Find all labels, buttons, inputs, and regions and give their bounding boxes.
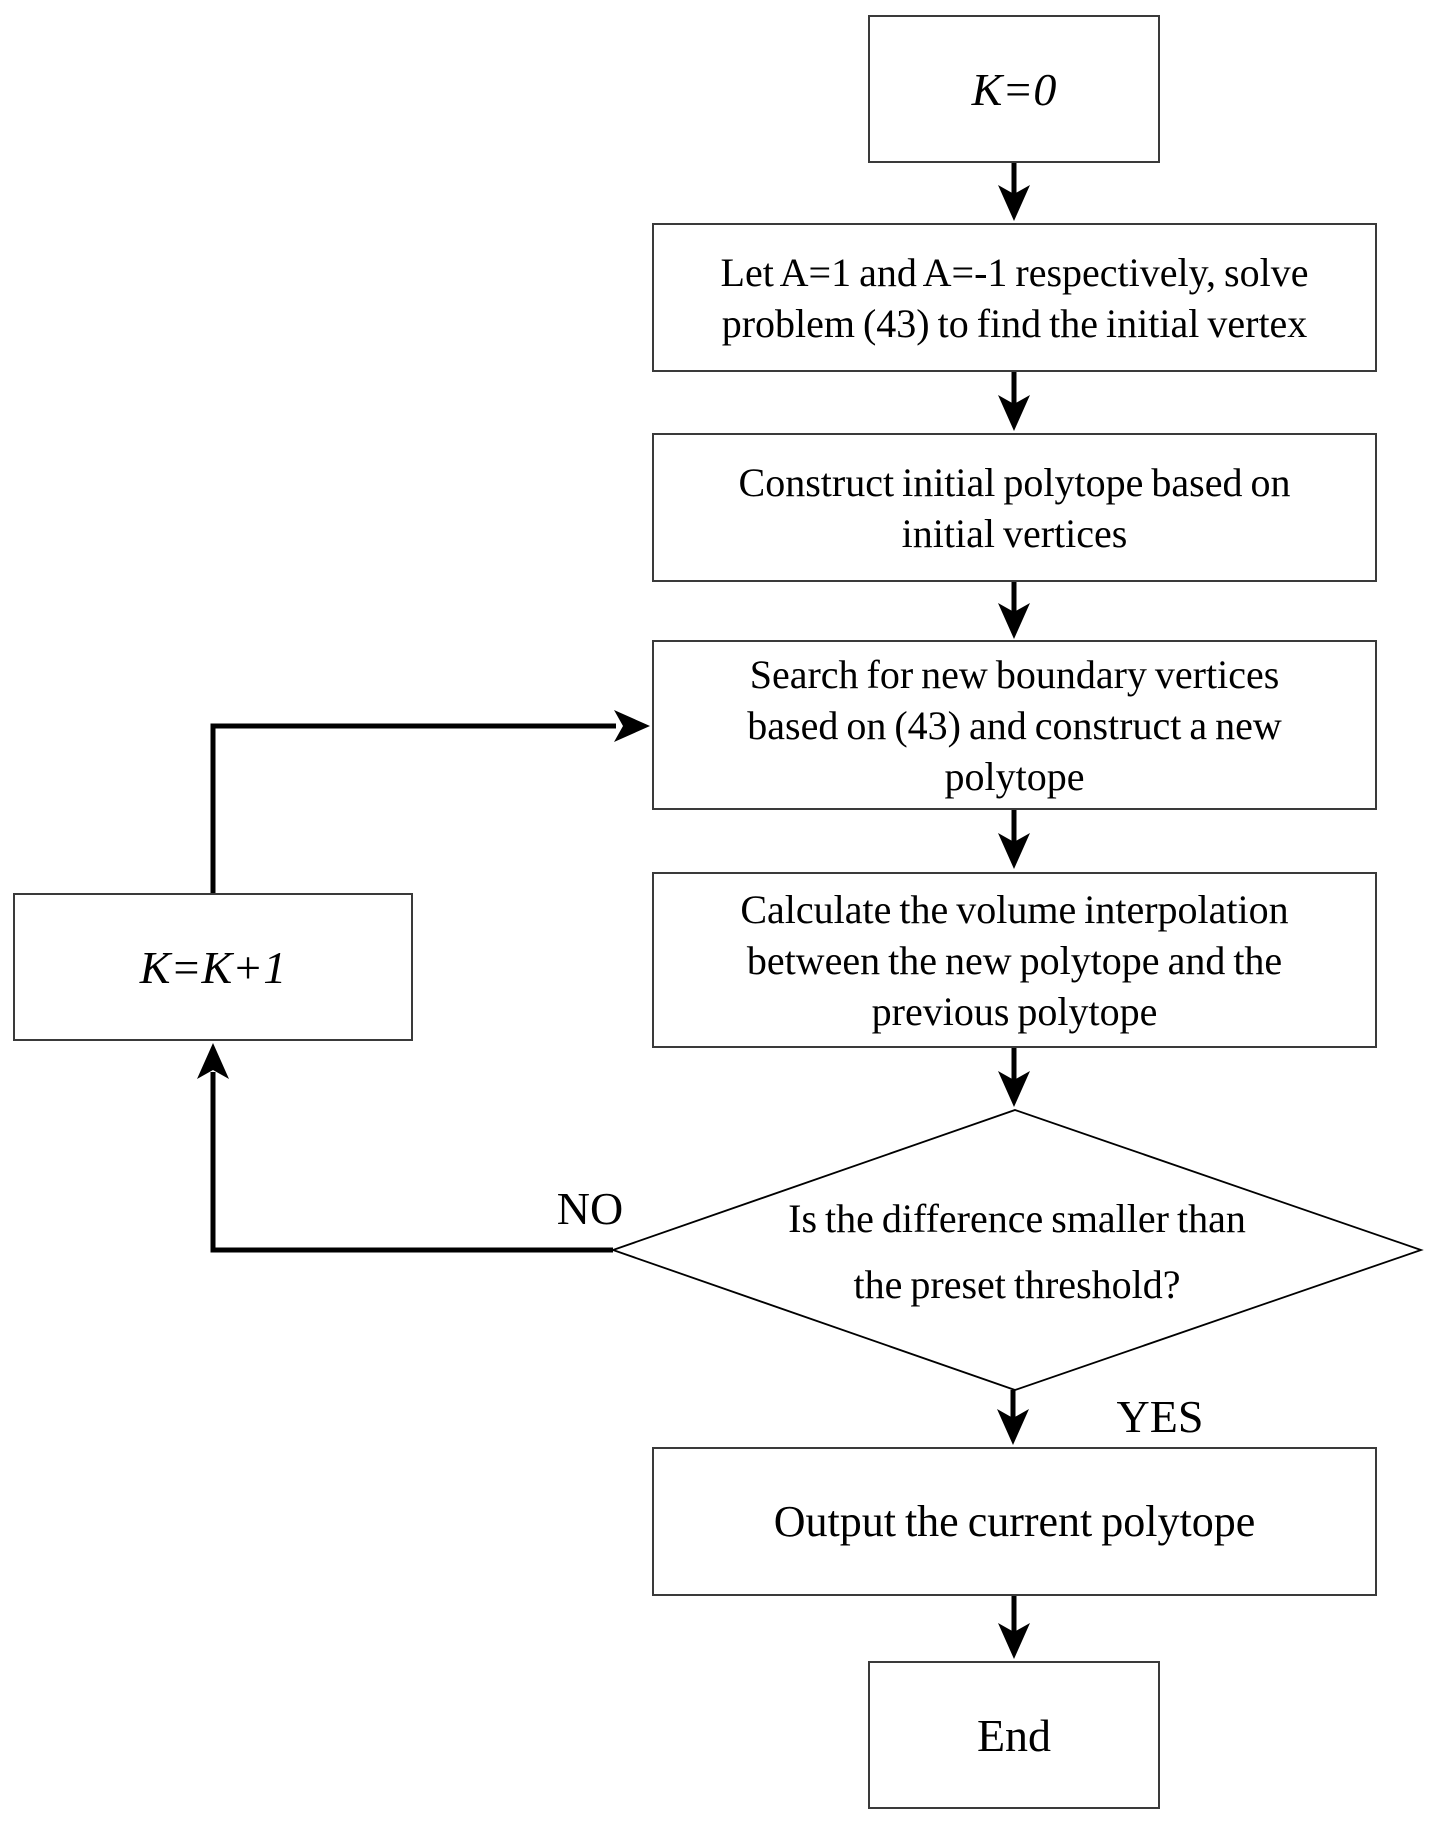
yes-branch-label: YES — [1116, 1391, 1204, 1442]
output-node-label: Output the current polytope — [773, 1497, 1256, 1546]
arrowhead-right-icon — [614, 710, 650, 742]
arrowhead-down-icon — [997, 1409, 1029, 1445]
calculate-volume-node: Calculate the volume interpolation betwe… — [652, 872, 1377, 1048]
arrowhead-up-icon — [197, 1043, 229, 1079]
arrow-decision-to-output-yes — [997, 1390, 1029, 1445]
arrow-output-to-end — [998, 1596, 1030, 1659]
output-node: Output the current polytope — [652, 1447, 1377, 1596]
arrowhead-down-icon — [998, 185, 1030, 221]
arrow-search-to-calculate — [998, 810, 1030, 869]
increment-loop-line — [210, 723, 616, 893]
arrow-find-to-construct — [998, 372, 1030, 431]
arrowhead-down-icon — [998, 395, 1030, 431]
construct-initial-polytope-node: Construct initial polytope based on init… — [652, 433, 1377, 582]
arrowhead-down-icon — [998, 1623, 1030, 1659]
arrow-increment-to-search — [210, 710, 650, 893]
start-node: K=0 — [868, 15, 1160, 163]
arrow-construct-to-search — [998, 582, 1030, 639]
arrowhead-down-icon — [998, 603, 1030, 639]
find-initial-vertex-node: Let A=1 and A=-1 respectively, solve pro… — [652, 223, 1377, 372]
end-node-label: End — [976, 1709, 1052, 1761]
start-node-label: K=0 — [971, 63, 1057, 115]
arrowhead-down-icon — [998, 1071, 1030, 1107]
end-node: End — [868, 1661, 1160, 1809]
increment-node-label: K=K+1 — [139, 941, 287, 993]
construct-initial-polytope-label: Construct initial polytope based on init… — [738, 459, 1291, 556]
arrowhead-down-icon — [998, 833, 1030, 869]
no-loop-line — [210, 1072, 613, 1253]
increment-node: K=K+1 — [13, 893, 413, 1041]
decision-node-label: Is the difference smaller than the prese… — [788, 1196, 1246, 1307]
arrow-start-to-find-initial-vertex — [998, 163, 1030, 221]
calculate-volume-label: Calculate the volume interpolation betwe… — [740, 886, 1289, 1034]
search-new-vertices-node: Search for new boundary vertices based o… — [652, 640, 1377, 810]
arrow-decision-to-increment-no — [197, 1043, 613, 1253]
search-new-vertices-label: Search for new boundary vertices based o… — [747, 651, 1282, 799]
find-initial-vertex-label: Let A=1 and A=-1 respectively, solve pro… — [720, 249, 1309, 346]
no-branch-label: NO — [556, 1183, 624, 1234]
arrow-calculate-to-decision — [998, 1048, 1030, 1107]
